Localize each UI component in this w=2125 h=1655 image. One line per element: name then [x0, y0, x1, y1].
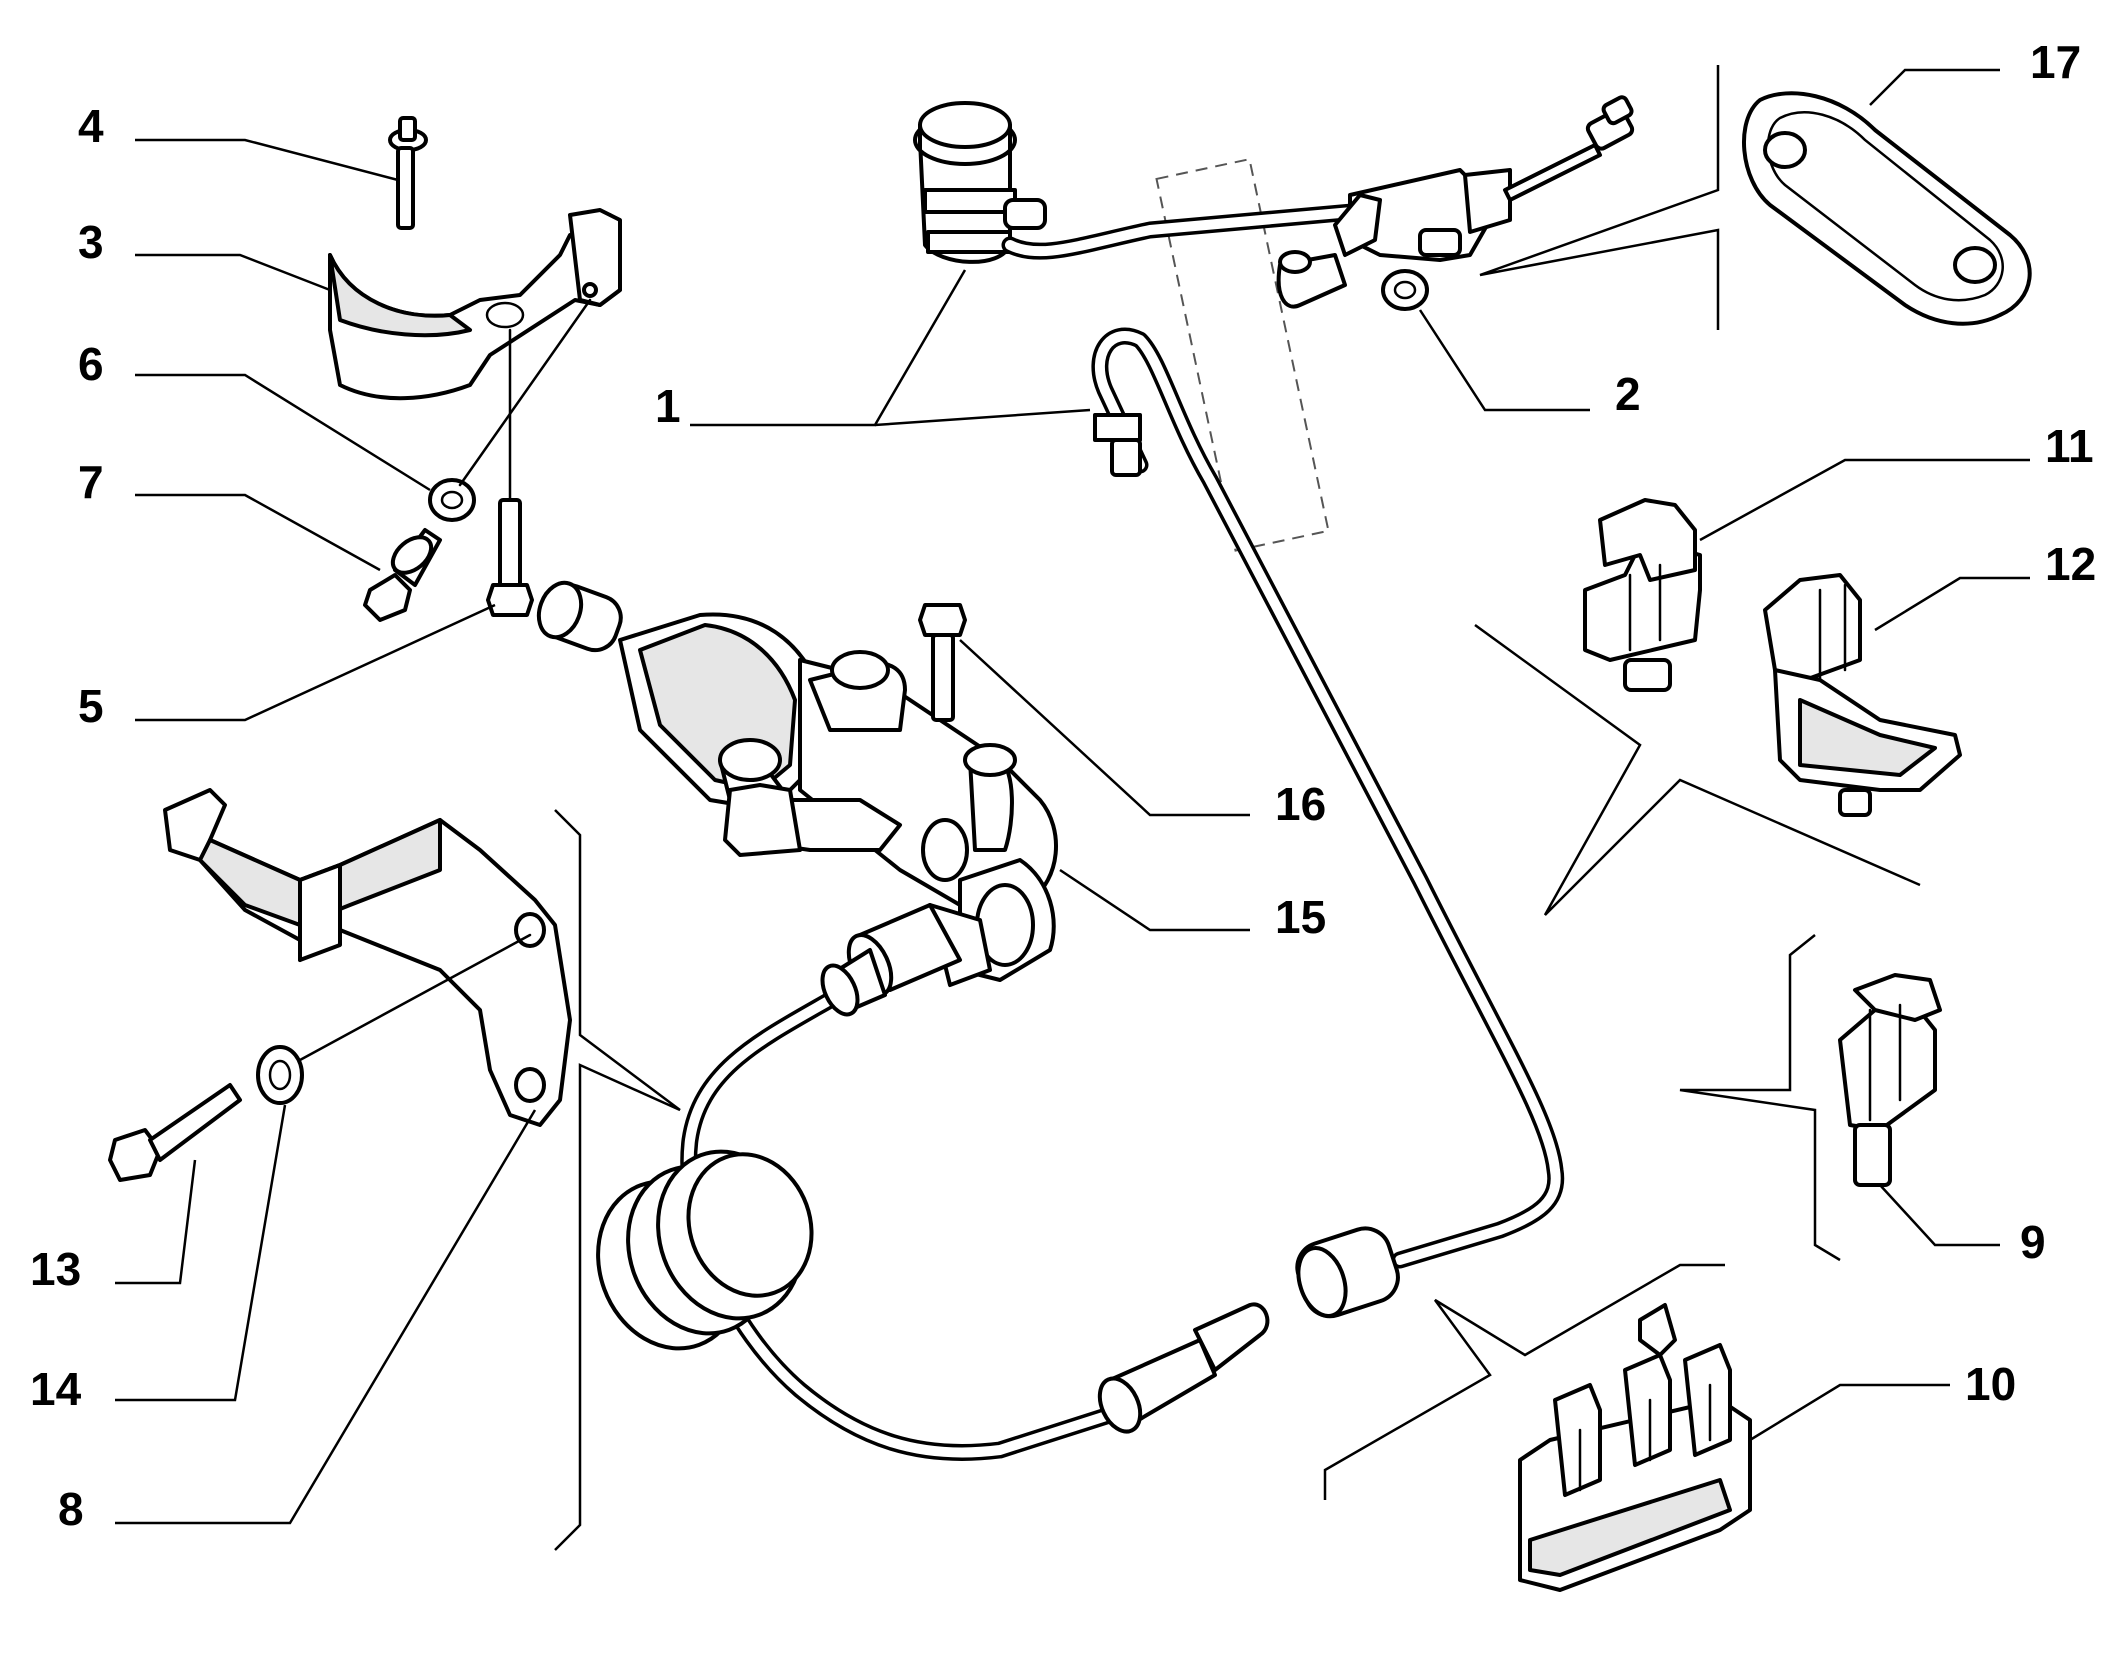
callout-3: 3 [78, 216, 104, 268]
clip-part-11 [1583, 498, 1702, 692]
clip-part-9 [1838, 973, 1942, 1187]
callout-4: 4 [78, 100, 104, 152]
callout-13: 13 [30, 1243, 81, 1295]
group-bracket-lines [554, 65, 1921, 1551]
callout-12: 12 [2045, 538, 2096, 590]
callout-10: 10 [1965, 1358, 2016, 1410]
slave-cylinder-part-15 [536, 580, 1058, 1017]
clutch-master-cylinder-part-1 [913, 95, 1635, 309]
leader-lines [115, 68, 2030, 1525]
bolt-part-16 [918, 603, 967, 722]
callout-5: 5 [78, 680, 104, 732]
bracket-part-8 [163, 788, 572, 1127]
callout-17: 17 [2030, 36, 2081, 88]
callout-16: 16 [1275, 778, 1326, 830]
gasket-part-17 [1742, 91, 2032, 326]
callout-14: 14 [30, 1363, 82, 1415]
callout-1: 1 [655, 380, 681, 432]
callout-labels: 4 3 6 7 5 1 2 17 11 12 16 15 9 10 13 14 … [30, 36, 2096, 1535]
bolt-part-4 [388, 116, 428, 230]
bolt-part-5 [486, 328, 534, 617]
nut-part-2 [1381, 269, 1429, 311]
bolt-part-13 [108, 1083, 242, 1182]
clip-part-10 [1518, 1303, 1752, 1592]
callout-9: 9 [2020, 1216, 2046, 1268]
clip-part-12 [1763, 573, 1962, 817]
callout-11: 11 [2045, 420, 2094, 472]
hose-routing-dashed-box [1155, 157, 1330, 552]
callout-2: 2 [1615, 368, 1641, 420]
bracket-part-3 [328, 208, 622, 401]
washer-part-14 [256, 1045, 304, 1105]
callout-15: 15 [1275, 891, 1326, 943]
hydraulic-pipe [596, 327, 1565, 1461]
callout-8: 8 [58, 1483, 84, 1535]
washer-part-6 [428, 478, 476, 522]
callout-6: 6 [78, 338, 104, 390]
callout-7: 7 [78, 456, 104, 508]
bolt-part-7 [363, 528, 442, 622]
